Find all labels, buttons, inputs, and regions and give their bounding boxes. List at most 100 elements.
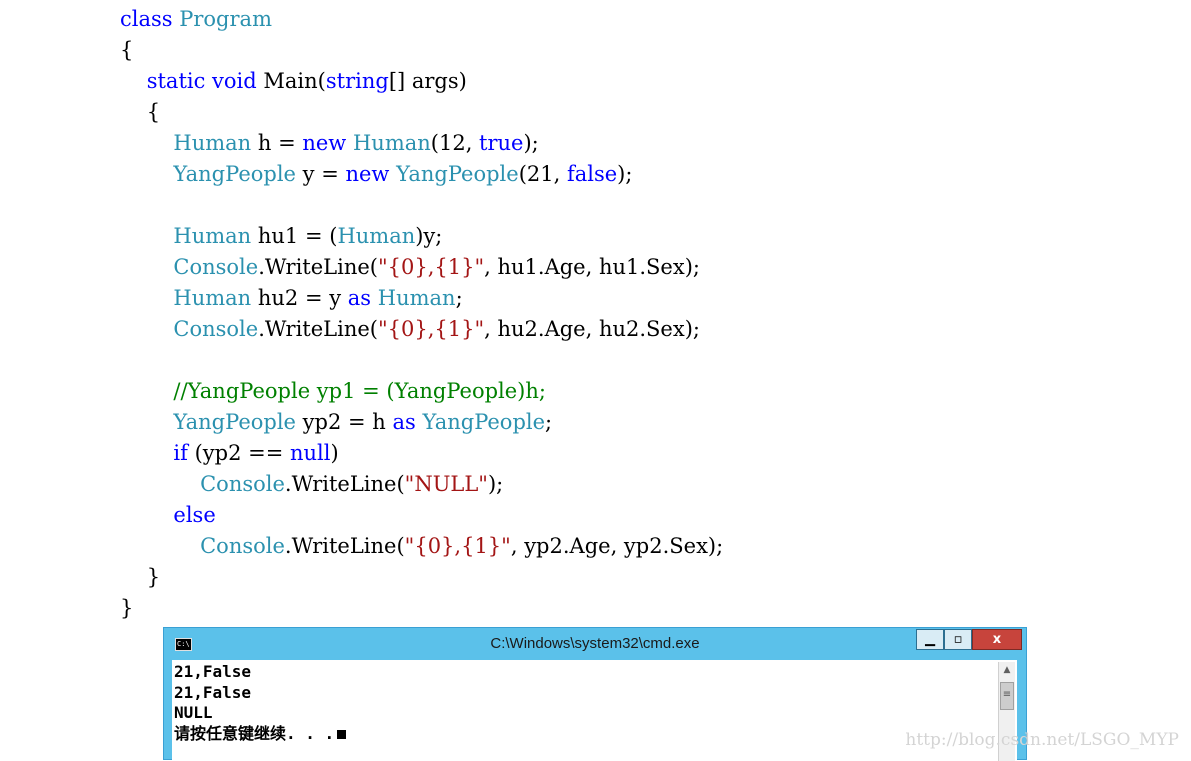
code-line: Human hu2 = y as Human;: [120, 283, 723, 314]
code-token: YangPeople: [396, 162, 519, 186]
scroll-thumb[interactable]: ≡: [1000, 682, 1014, 710]
code-token: false: [566, 162, 618, 186]
code-token: );: [617, 162, 633, 186]
code-token: ): [330, 441, 339, 465]
code-line: Console.WriteLine("{0},{1}", hu1.Age, hu…: [120, 252, 723, 283]
code-token: [120, 534, 200, 558]
code-token: )y;: [415, 224, 443, 248]
code-line: YangPeople yp2 = h as YangPeople;: [120, 407, 723, 438]
code-token: Human: [352, 131, 431, 155]
code-token: (yp2 ==: [187, 441, 290, 465]
code-token: );: [487, 472, 504, 496]
code-token: y =: [295, 162, 346, 186]
code-token: Console: [173, 255, 259, 279]
code-token: , yp2.Age, yp2.Sex);: [510, 534, 724, 558]
cmd-window[interactable]: C:\ C:\Windows\system32\cmd.exe ▁ ▫ x 21…: [163, 627, 1027, 761]
code-token: string: [325, 69, 389, 93]
close-button[interactable]: x: [972, 629, 1022, 650]
console-output: 21,False 21,False NULL 请按任意键继续. . .: [174, 662, 347, 745]
code-token: [120, 224, 173, 248]
code-token: [371, 286, 378, 310]
code-line: {: [120, 35, 723, 66]
code-token: new: [345, 162, 390, 186]
code-token: static: [146, 69, 206, 93]
code-token: true: [479, 131, 524, 155]
code-line: if (yp2 == null): [120, 438, 723, 469]
console-line: 21,False: [174, 682, 252, 702]
code-token: Human: [173, 286, 252, 310]
code-token: Human: [173, 131, 252, 155]
code-token: yp2 = h: [295, 410, 393, 434]
code-token: "{0},{1}": [404, 534, 511, 558]
code-token: [120, 131, 173, 155]
window-title: C:\Windows\system32\cmd.exe: [490, 635, 700, 652]
code-token: YangPeople: [422, 410, 546, 434]
code-line: Human hu1 = (Human)y;: [120, 221, 723, 252]
code-token: [120, 410, 173, 434]
code-token: as: [347, 286, 372, 310]
code-token: if: [173, 441, 188, 465]
code-line: static void Main(string[] args): [120, 66, 723, 97]
console-line: 21,False: [174, 662, 252, 681]
code-token: YangPeople: [173, 410, 296, 434]
code-token: Human: [337, 224, 416, 248]
scroll-up-arrow-icon[interactable]: ▲: [1003, 665, 1011, 675]
code-token: Main(: [256, 69, 326, 93]
code-token: else: [173, 503, 216, 527]
code-line: }: [120, 593, 723, 624]
code-line: Console.WriteLine("NULL");: [120, 469, 723, 500]
code-line: }: [120, 562, 723, 593]
code-token: "{0},{1}": [377, 255, 485, 279]
code-token: Console: [200, 472, 285, 496]
code-token: , hu1.Age, hu1.Sex);: [484, 255, 700, 279]
code-token: "{0},{1}": [377, 317, 485, 341]
code-token: hu1 = (: [251, 224, 338, 248]
code-line: //YangPeople yp1 = (YangPeople)h;: [120, 376, 723, 407]
code-token: [120, 503, 173, 527]
code-token: [120, 286, 173, 310]
code-token: }: [120, 596, 134, 620]
code-line: class Program: [120, 4, 723, 35]
code-line: Console.WriteLine("{0},{1}", hu2.Age, hu…: [120, 314, 723, 345]
maximize-button[interactable]: ▫: [944, 629, 972, 650]
code-line: Human h = new Human(12, true);: [120, 128, 723, 159]
code-token: Console: [200, 534, 285, 558]
code-token: .WriteLine(: [284, 472, 405, 496]
code-token: {: [120, 38, 134, 62]
code-editor: class Program { static void Main(string[]…: [120, 4, 723, 624]
code-token: new: [302, 131, 347, 155]
console-line-prompt: 请按任意键继续. . .: [174, 723, 347, 745]
code-token: null: [289, 441, 331, 465]
code-token: [120, 317, 173, 341]
code-line: [120, 345, 723, 376]
code-token: void: [212, 69, 257, 93]
code-token: [120, 69, 147, 93]
code-token: hu2 = y: [251, 286, 348, 310]
minimize-button[interactable]: ▁: [916, 629, 944, 650]
code-token: [120, 441, 173, 465]
console-prompt-text: 请按任意键继续. . .: [174, 723, 335, 743]
code-token: .WriteLine(: [284, 534, 405, 558]
code-token: Program: [179, 7, 272, 31]
console-output-area[interactable]: 21,False 21,False NULL 请按任意键继续. . . ▲ ≡: [172, 660, 1017, 761]
code-token: as: [392, 410, 416, 434]
code-token: Human: [377, 286, 456, 310]
code-token: Human: [173, 224, 252, 248]
code-token: [120, 379, 173, 403]
code-token: );: [523, 131, 539, 155]
watermark: http://blog.csdn.net/LSGO_MYP: [905, 730, 1179, 750]
code-token: h =: [251, 131, 303, 155]
code-token: [] args): [388, 69, 467, 93]
code-token: Console: [173, 317, 259, 341]
code-token: [120, 255, 173, 279]
vertical-scrollbar[interactable]: ▲ ≡: [998, 662, 1015, 761]
code-token: ;: [545, 410, 553, 434]
code-token: "NULL": [404, 472, 488, 496]
code-line: {: [120, 97, 723, 128]
code-line: [120, 190, 723, 221]
code-token: .WriteLine(: [258, 317, 378, 341]
code-token: ;: [455, 286, 463, 310]
code-token: [120, 472, 200, 496]
code-token: //YangPeople yp1 = (YangPeople)h;: [173, 379, 546, 403]
cmd-title-bar[interactable]: C:\ C:\Windows\system32\cmd.exe ▁ ▫ x: [164, 628, 1026, 660]
